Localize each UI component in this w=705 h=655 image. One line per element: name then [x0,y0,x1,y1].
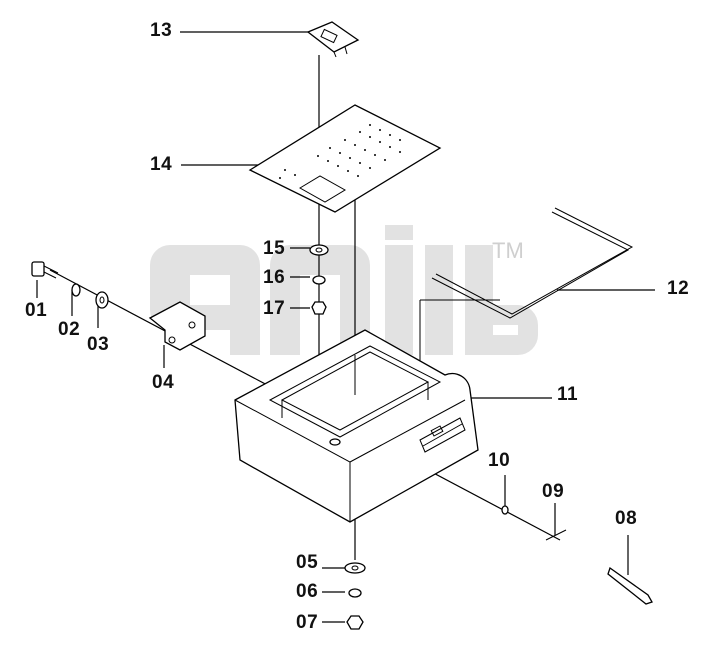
part-13-cover-plate [306,21,360,58]
watermark-logo: TM [150,225,538,355]
part-10-washer [501,505,509,515]
callout-09: 09 [542,481,564,502]
part-05-washer [344,562,366,574]
trademark-mark: TM [492,238,524,263]
callout-15: 15 [263,238,285,259]
callout-06: 06 [296,581,318,602]
part-02-lock-washer [71,283,81,297]
part-01-bolt [31,261,59,279]
callout-13: 13 [150,20,172,41]
callout-labels: 01 02 03 04 05 06 07 08 09 10 11 12 13 1… [25,20,689,633]
callout-03: 03 [87,334,109,355]
callout-12: 12 [667,278,689,299]
part-16-lock-washer [312,275,326,285]
part-17-nut [311,301,327,315]
callout-14: 14 [150,154,172,175]
part-09-pin [545,529,567,541]
part-04-bracket [148,301,206,351]
callout-01: 01 [25,300,47,321]
callout-07: 07 [296,612,318,633]
part-12-rod [431,207,634,319]
callout-02: 02 [58,319,80,340]
part-08-pin [607,566,653,605]
callout-11: 11 [557,384,578,405]
part-15-washer [309,244,329,256]
callout-10: 10 [488,450,510,471]
callout-04: 04 [152,372,174,393]
part-03-washer [95,291,109,309]
part-14-top-plate [248,104,442,213]
part-06-lock-washer [348,588,362,598]
callout-17: 17 [263,298,285,319]
part-07-nut [346,615,364,630]
callout-08: 08 [615,508,637,529]
callout-16: 16 [263,267,285,288]
callout-05: 05 [296,552,318,573]
part-11-box-housing [234,329,479,523]
